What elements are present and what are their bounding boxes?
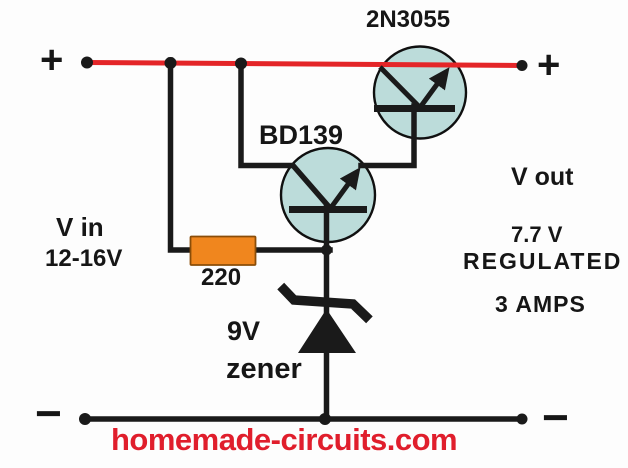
junction-dot-zener-base xyxy=(321,244,332,256)
terminal-dot-input-negative xyxy=(79,413,91,425)
wire-bd139-collector xyxy=(238,58,334,212)
terminal-dot-output-positive xyxy=(516,60,528,71)
zener-anode-triangle xyxy=(298,309,356,353)
label-regulated: REGULATED xyxy=(463,248,623,274)
zener-cathode-bar xyxy=(277,282,373,324)
label-v-out: V out xyxy=(511,163,574,191)
label-output-voltage: 7.7 V xyxy=(511,222,563,247)
watermark-text: homemade-circuits.com xyxy=(111,422,458,457)
label-v-in: V in xyxy=(56,212,104,242)
label-bd139: BD139 xyxy=(259,120,344,150)
positive-rail xyxy=(84,60,525,68)
plus-symbol-input: + xyxy=(40,38,64,82)
transistor-2n3055-collector-line xyxy=(378,65,422,110)
terminal-dot-input-positive xyxy=(81,56,93,69)
terminal-dot-output-negative xyxy=(516,413,528,425)
resistor-220-body xyxy=(189,235,257,266)
junction-dot-resistor-drop xyxy=(164,57,177,69)
junction-dot-zener-ground xyxy=(319,413,331,425)
label-resistor-value: 220 xyxy=(201,264,242,291)
wire-bd139-emitter-to-2n3055-base xyxy=(358,103,417,169)
wire-input-to-resistor-and-zener xyxy=(167,57,333,253)
label-zener-voltage: 9V xyxy=(227,316,261,346)
transistor-bd139-emitter-arrow xyxy=(327,167,361,211)
minus-symbol-output: − xyxy=(542,391,569,443)
label-2n3055: 2N3055 xyxy=(366,6,451,33)
minus-symbol-input: − xyxy=(35,387,62,439)
junction-dot-bd139-collector xyxy=(235,57,247,70)
label-zener-word: zener xyxy=(226,353,302,385)
transistor-2n3055-body xyxy=(372,45,468,140)
label-v-in-range: 12-16V xyxy=(45,245,123,272)
transistor-2n3055-emitter-arrow xyxy=(417,67,450,109)
plus-symbol-output: + xyxy=(537,43,561,87)
label-output-current: 3 AMPS xyxy=(495,291,586,317)
